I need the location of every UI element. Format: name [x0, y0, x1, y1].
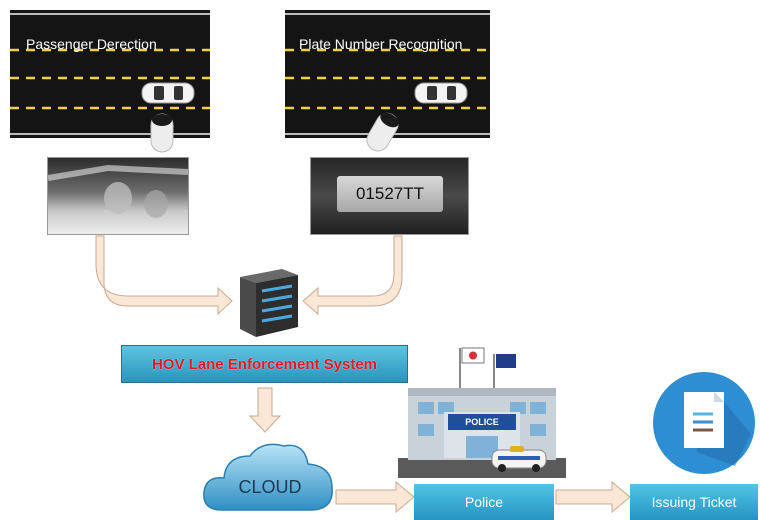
hov-system-box: HOV Lane Enforcement System [121, 345, 408, 383]
plate-recognition-label: Plate Number Recognition [299, 36, 463, 52]
server-icon [240, 269, 298, 337]
police-label: Police [464, 494, 504, 510]
passenger-infrared-photo [47, 157, 189, 235]
issuing-ticket-box: Issuing Ticket [630, 484, 758, 520]
road-panel-passenger: Passenger Derection [10, 10, 210, 138]
document-ticket-icon [653, 372, 755, 474]
car-icon [141, 82, 195, 104]
cloud-icon [203, 443, 333, 511]
car-icon [414, 82, 468, 104]
lane-markings [10, 13, 210, 135]
police-building-icon [398, 347, 566, 478]
car-interior-shape [48, 164, 188, 218]
road-panel-plate: Plate Number Recognition [285, 10, 490, 138]
camera-icon-passenger [150, 113, 174, 153]
license-plate-photo: 01527TT [310, 157, 469, 235]
hov-system-label: HOV Lane Enforcement System [151, 355, 378, 373]
camera-icon-plate [366, 112, 399, 152]
issuing-ticket-label: Issuing Ticket [651, 494, 737, 510]
police-station-illustration: POLICE [398, 340, 566, 478]
police-box: Police [414, 484, 554, 520]
plate-number: 01527TT [355, 184, 425, 203]
passenger-detection-label: Passenger Derection [26, 36, 157, 52]
license-plate: 01527TT [337, 176, 443, 212]
cloud-label: CLOUD [238, 476, 302, 497]
police-sign: POLICE [465, 417, 499, 427]
